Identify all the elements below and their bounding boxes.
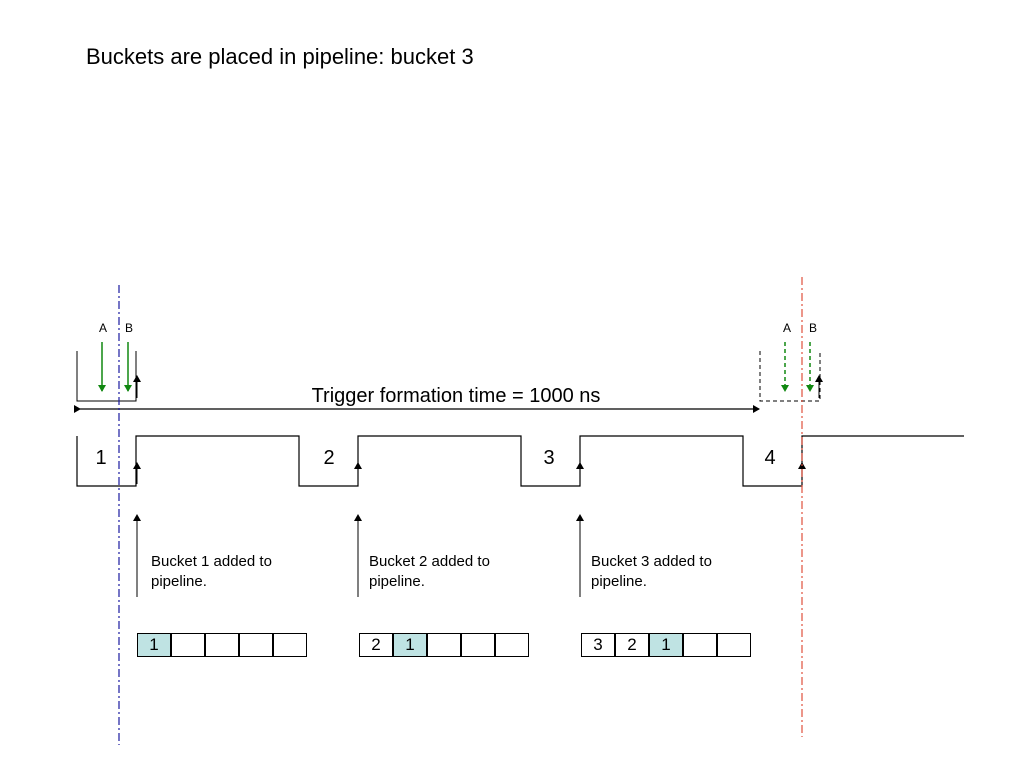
bucket-number-4: 4: [764, 447, 775, 469]
pipeline-cell: [239, 633, 273, 657]
bucket-number-3: 3: [543, 447, 554, 469]
caption-line: Bucket 3 added to: [591, 553, 712, 570]
right-label-b: B: [809, 321, 817, 335]
trigger-time-label: Trigger formation time = 1000 ns: [312, 385, 601, 407]
left-label-b: B: [125, 321, 133, 335]
right-marker-bracket: [759, 351, 821, 402]
right-label-a: A: [783, 321, 791, 335]
caption-line: Bucket 1 added to: [151, 553, 272, 570]
caption-bucket-1: Bucket 1 added to pipeline.: [151, 552, 272, 592]
caption-bucket-3: Bucket 3 added to pipeline.: [591, 552, 712, 592]
pipeline-cell: [683, 633, 717, 657]
pipeline-cell: [273, 633, 307, 657]
pipeline-cell: 1: [393, 633, 427, 657]
pipeline-cell: 1: [649, 633, 683, 657]
page-title: Buckets are placed in pipeline: bucket 3: [86, 44, 474, 69]
pipeline-cell: [171, 633, 205, 657]
pipeline-cell: 3: [581, 633, 615, 657]
caption-line: pipeline.: [591, 573, 647, 590]
bucket-waveform: [76, 435, 964, 487]
pipeline-cell: 1: [137, 633, 171, 657]
pipeline-cell: [717, 633, 751, 657]
pipeline-cell: [427, 633, 461, 657]
bucket-number-1: 1: [95, 447, 106, 469]
left-marker-bracket: [76, 351, 137, 402]
caption-line: pipeline.: [151, 573, 207, 590]
pipeline-cell: 2: [359, 633, 393, 657]
pipeline-cell: 2: [615, 633, 649, 657]
pipeline-cell: [495, 633, 529, 657]
bucket-number-2: 2: [323, 447, 334, 469]
left-label-a: A: [99, 321, 107, 335]
pipeline-cell: [461, 633, 495, 657]
pipeline-cell: [205, 633, 239, 657]
caption-line: Bucket 2 added to: [369, 553, 490, 570]
caption-line: pipeline.: [369, 573, 425, 590]
caption-bucket-2: Bucket 2 added to pipeline.: [369, 552, 490, 592]
